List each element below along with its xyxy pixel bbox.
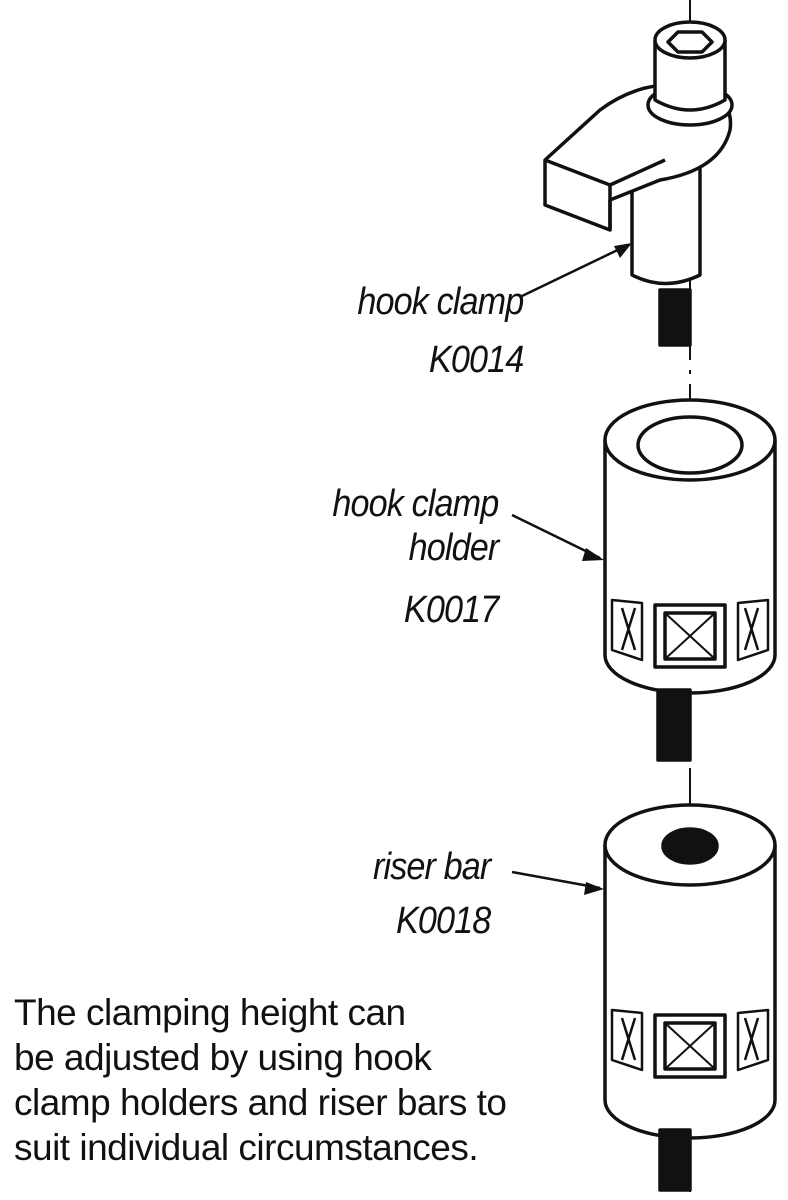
hook-clamp-code: K0014	[428, 339, 524, 381]
holder-label: hook clamp holder K0017	[332, 482, 499, 632]
description-text: The clamping height can be adjusted by u…	[14, 990, 507, 1170]
holder-name-line2: holder	[408, 527, 499, 569]
riser-bar-label: riser bar K0018	[372, 845, 491, 943]
holder-name-line1: hook clamp	[332, 483, 499, 525]
holder-code: K0017	[403, 589, 499, 631]
hook-clamp-holder-drawing	[603, 398, 777, 762]
riser-bar-leader-arrow	[511, 870, 601, 890]
riser-bar-code: K0018	[395, 900, 491, 942]
description-line: suit individual circumstances.	[14, 1127, 479, 1168]
hook-clamp-drawing	[543, 20, 734, 347]
riser-bar-drawing	[603, 803, 777, 1192]
description-line: be adjusted by using hook	[14, 1037, 432, 1078]
hook-clamp-name: hook clamp	[357, 281, 524, 323]
riser-bar-name: riser bar	[372, 846, 491, 888]
hook-clamp-label: hook clamp K0014	[357, 280, 524, 382]
hook-clamp-leader-arrow	[521, 243, 629, 298]
description-line: clamp holders and riser bars to	[14, 1082, 507, 1123]
description-line: The clamping height can	[14, 992, 406, 1033]
